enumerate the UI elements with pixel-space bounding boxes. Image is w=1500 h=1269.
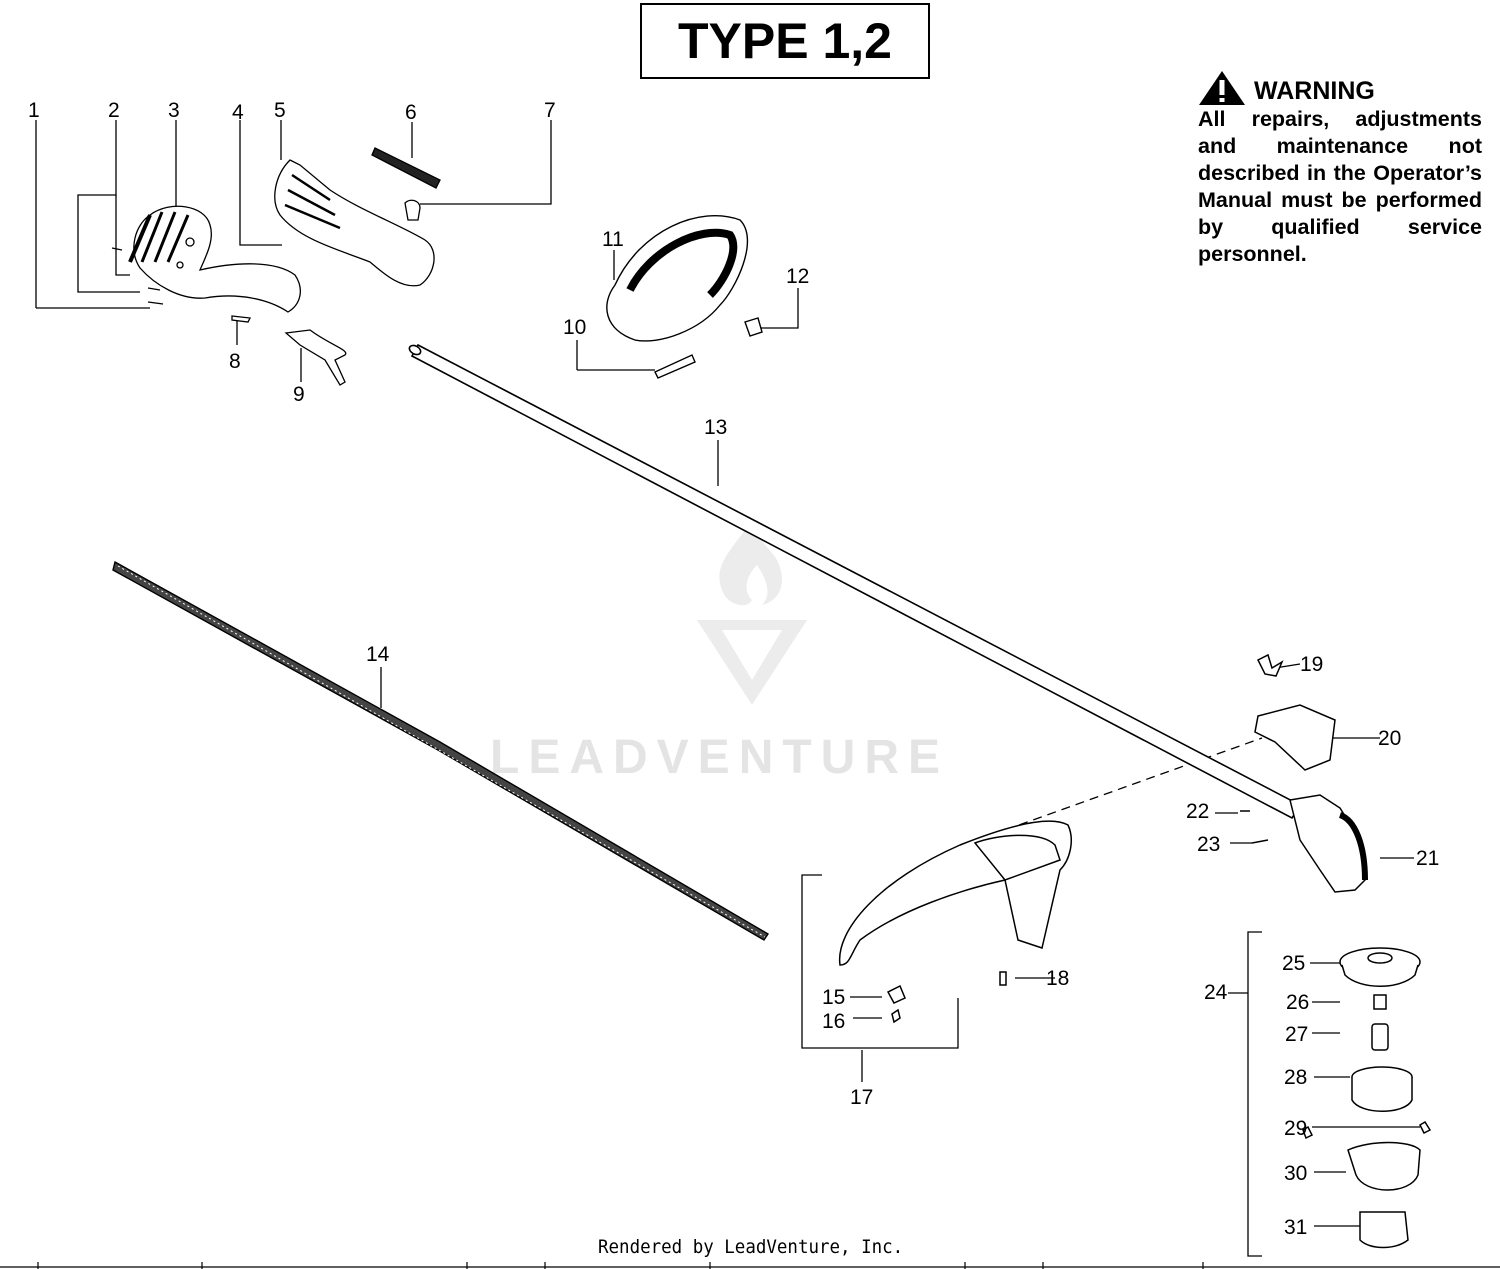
callout-4: 4 (232, 101, 244, 124)
callout-16: 16 (822, 1010, 845, 1033)
callout-20: 20 (1378, 727, 1401, 750)
callout-31: 31 (1284, 1216, 1307, 1239)
callout-6: 6 (405, 101, 417, 124)
callout-11: 11 (602, 228, 624, 251)
callout-7: 7 (544, 99, 556, 122)
callout-30: 30 (1284, 1162, 1307, 1185)
table-edge (0, 1262, 1500, 1269)
warning-text: All repairs, adjustments and maintenance… (1198, 107, 1482, 266)
callout-9: 9 (293, 383, 305, 406)
callout-14: 14 (366, 643, 390, 666)
callout-27: 27 (1285, 1023, 1308, 1046)
callout-10: 10 (563, 316, 586, 339)
callout-23: 23 (1197, 833, 1220, 856)
callout-29: 29 (1284, 1117, 1307, 1140)
callout-28: 28 (1284, 1066, 1307, 1089)
callout-21: 21 (1416, 847, 1439, 870)
callout-12: 12 (786, 265, 809, 288)
callout-numbers: 1 2 3 4 5 6 7 8 9 10 11 12 13 14 15 16 1… (28, 99, 1439, 1239)
throttle-handle-assembly (111, 147, 441, 386)
callout-19: 19 (1300, 653, 1323, 676)
debris-shield (838, 820, 1072, 1024)
callout-2: 2 (108, 99, 120, 122)
callout-3: 3 (168, 99, 180, 122)
drive-shaft-tube (408, 343, 1302, 820)
type-label: TYPE 1,2 (640, 3, 930, 79)
callout-13: 13 (704, 416, 727, 439)
warning-title: WARNING (1254, 77, 1375, 105)
callout-8: 8 (229, 350, 241, 373)
callout-22: 22 (1186, 800, 1209, 823)
footer-credit: Rendered by LeadVenture, Inc. (598, 1236, 904, 1258)
callout-25: 25 (1282, 952, 1305, 975)
callout-5: 5 (274, 99, 286, 122)
callout-24: 24 (1204, 981, 1228, 1004)
callout-18: 18 (1046, 967, 1069, 990)
callout-15: 15 (822, 986, 845, 1009)
gearhead-assembly (1240, 653, 1368, 893)
drive-cable (112, 560, 769, 941)
trimmer-head-assembly (1302, 947, 1432, 1249)
callout-17: 17 (850, 1086, 873, 1109)
callout-1: 1 (28, 99, 40, 122)
watermark-text: LEADVENTURE (490, 731, 950, 784)
callout-26: 26 (1286, 991, 1309, 1014)
warning-block: WARNING All repairs, adjustments and mai… (1198, 70, 1482, 268)
watermark-logo-icon (697, 520, 807, 705)
warning-triangle-icon (1199, 71, 1245, 105)
loop-handle-assembly (606, 215, 763, 379)
